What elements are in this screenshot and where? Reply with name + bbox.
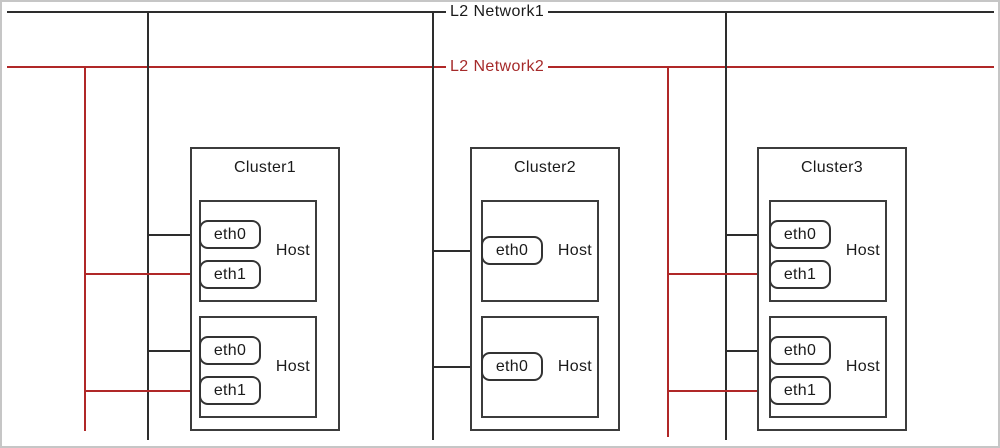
cluster1-host1-eth0-port: eth0 — [199, 220, 261, 249]
connector-cluster3-host1-eth0 — [725, 234, 771, 236]
connector-cluster1-host2-eth0 — [147, 350, 202, 352]
connector-cluster1-host2-eth1 — [84, 390, 202, 392]
cluster3-host1-eth0-port: eth0 — [769, 220, 831, 249]
cluster3-host2-label: Host — [845, 358, 880, 375]
cluster1-host2-label: Host — [275, 358, 310, 375]
network1-drop-right — [725, 11, 727, 440]
cluster3-label: Cluster3 — [801, 159, 863, 176]
cluster3-host2-eth1-port: eth1 — [769, 376, 831, 405]
connector-cluster1-host1-eth0 — [147, 234, 202, 236]
connector-cluster2-host1-eth0 — [432, 250, 484, 252]
cluster2-host1-box: eth0 Host — [481, 200, 599, 302]
network1-drop-middle — [432, 11, 434, 440]
cluster3-host1-label: Host — [845, 242, 880, 259]
l2-network1-label: L2 Network1 — [446, 3, 549, 21]
cluster3-host2-box: eth0 eth1 Host — [769, 316, 887, 418]
cluster3-host2-eth0-port: eth0 — [769, 336, 831, 365]
connector-cluster3-host2-eth1 — [667, 390, 771, 392]
cluster1-host1-label: Host — [275, 242, 310, 259]
cluster1-host1-box: eth0 eth1 Host — [199, 200, 317, 302]
connector-cluster3-host2-eth0 — [725, 350, 771, 352]
cluster1-host1-eth1-port: eth1 — [199, 260, 261, 289]
cluster2-host1-label: Host — [557, 242, 592, 259]
cluster2-host2-eth0-port: eth0 — [481, 352, 543, 381]
network1-drop-left — [147, 11, 149, 440]
l2-network2-label: L2 Network2 — [446, 58, 549, 76]
cluster2-box: Cluster2 eth0 Host eth0 Host — [470, 147, 620, 431]
cluster1-host2-box: eth0 eth1 Host — [199, 316, 317, 418]
cluster3-host1-box: eth0 eth1 Host — [769, 200, 887, 302]
cluster2-label: Cluster2 — [514, 159, 576, 176]
connector-cluster1-host1-eth1 — [84, 273, 202, 275]
cluster3-box: Cluster3 eth0 eth1 Host eth0 eth1 Host — [757, 147, 907, 431]
cluster2-host2-label: Host — [557, 358, 592, 375]
cluster1-host2-eth1-port: eth1 — [199, 376, 261, 405]
connector-cluster3-host1-eth1 — [667, 273, 771, 275]
cluster2-host1-eth0-port: eth0 — [481, 236, 543, 265]
connector-cluster2-host2-eth0 — [432, 366, 484, 368]
cluster1-box: Cluster1 eth0 eth1 Host eth0 eth1 Host — [190, 147, 340, 431]
cluster1-label: Cluster1 — [234, 159, 296, 176]
cluster3-host1-eth1-port: eth1 — [769, 260, 831, 289]
network2-drop-right — [667, 66, 669, 437]
cluster2-host2-box: eth0 Host — [481, 316, 599, 418]
cluster1-host2-eth0-port: eth0 — [199, 336, 261, 365]
network2-drop-left — [84, 66, 86, 431]
